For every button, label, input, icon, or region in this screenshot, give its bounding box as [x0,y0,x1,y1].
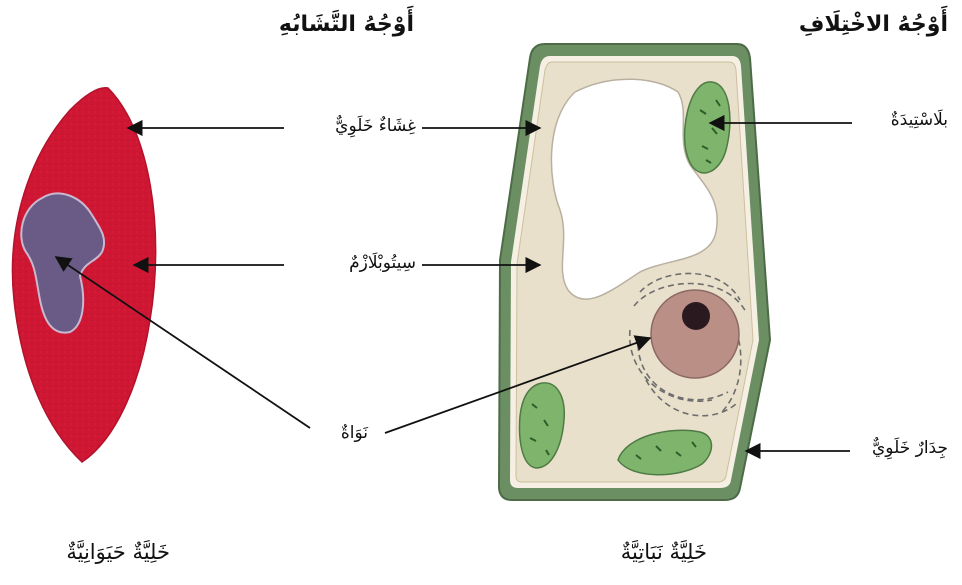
similarities-heading: أَوْجُهُ التَّشَابُهِ [279,12,414,37]
differences-heading: أَوْجُهُ الاخْتِلَافِ [799,12,948,37]
cytoplasm-label: سِيتُوبْلَازْمٌ [349,253,416,273]
cell-wall-label: جِدَارٌ خَلَوِيٌّ [872,438,948,458]
animal-cell-caption: خَلِيَّةٌ حَيَوَانِيَّةٌ [66,540,170,564]
plant-cell [499,44,770,500]
membrane-label: غِشَاءٌ خَلَوِيٌّ [335,116,416,136]
nucleolus [682,302,710,330]
plant-cell-caption: خَلِيَّةٌ نَبَاتِيَّةٌ [621,540,707,564]
nucleus-label: نَوَاةٌ [341,423,368,443]
chloroplast-label: بلَاسْتِيدَةٌ [891,110,948,130]
